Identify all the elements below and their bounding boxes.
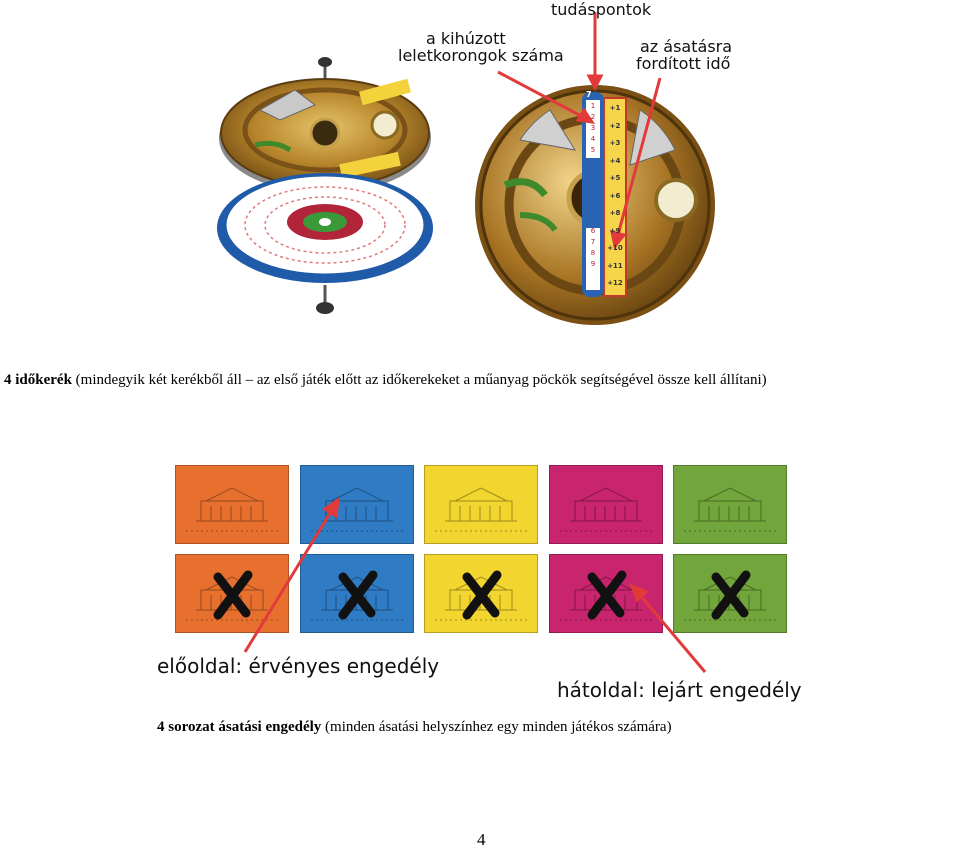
x-mark-icon <box>213 570 253 620</box>
scale-left-number: 9 <box>590 260 596 268</box>
scale-right-number: +6 <box>609 191 621 200</box>
scale-left-number: 3 <box>590 124 596 132</box>
permit-card-back-magenta <box>548 554 663 633</box>
permit-card-back-orange <box>175 554 289 633</box>
permit-card-back-green <box>673 554 787 633</box>
permit-card-front-blue <box>299 465 414 544</box>
label-front-valid-permit: előoldal: érvényes engedély <box>157 654 440 678</box>
label-drawn-disc-count-line1: a kihúzott <box>426 29 506 48</box>
scale-right-column: +1 +2 +3 +4 +5 +6 +8 +9 +10 +11 +12 <box>605 100 625 293</box>
scale-top-number: 7 <box>586 90 592 99</box>
permit-card-front-green <box>673 465 787 544</box>
scale-right-number: +12 <box>607 279 623 287</box>
label-excavation-time-line1: az ásatásra <box>640 37 733 56</box>
scale-left-number: 6 <box>590 227 596 235</box>
scale-left-number: 4 <box>590 135 596 143</box>
permit-card-front-yellow <box>424 465 538 544</box>
right-wheel <box>475 85 715 325</box>
permit-card-back-yellow <box>424 554 538 633</box>
caption-time-wheels-text: (mindegyik két kerékből áll – az első já… <box>71 372 767 388</box>
label-back-expired-permit: hátoldal: lejárt engedély <box>557 678 802 702</box>
label-drawn-disc-count: a kihúzott leletkorongok száma <box>398 30 564 64</box>
figure-excavation-permits <box>175 465 787 640</box>
scale-right-number: +5 <box>609 174 621 182</box>
x-mark-icon <box>711 570 751 620</box>
caption-excavation-permits-text: (minden ásatási helyszínhez egy minden j… <box>321 719 672 735</box>
label-drawn-disc-count-line2: leletkorongok száma <box>398 46 564 65</box>
x-mark-icon <box>587 570 626 620</box>
caption-time-wheels-bold: 4 időkerék <box>4 372 72 388</box>
permit-card-front-orange <box>175 465 289 544</box>
scale-left-column: 1 2 3 4 5 6 7 8 9 <box>587 101 599 270</box>
label-excavation-time-line2: fordított idő <box>636 54 731 73</box>
scale-right-number: +2 <box>609 121 621 130</box>
scale-right-number: +1 <box>609 104 621 112</box>
caption-time-wheels: 4 időkerék (mindegyik két kerékből áll –… <box>4 372 767 389</box>
time-wheels-illustration <box>217 12 715 325</box>
scale-right-number: +11 <box>607 261 623 270</box>
x-mark-icon <box>462 570 502 620</box>
caption-excavation-permits: 4 sorozat ásatási engedély (minden ásatá… <box>157 719 672 736</box>
scale-left-number: 5 <box>590 146 596 154</box>
scale-right-number: +10 <box>607 244 623 252</box>
scale-right-number: +4 <box>609 156 621 165</box>
caption-excavation-permits-bold: 4 sorozat ásatási engedély <box>157 719 322 735</box>
scale-left-number: 2 <box>590 113 596 121</box>
permit-card-back-blue <box>299 554 414 633</box>
scale-left-number: 8 <box>590 249 596 257</box>
scale-right-number: +9 <box>609 226 621 235</box>
label-knowledge-points: tudáspontok <box>551 0 652 19</box>
scale-left-number: 1 <box>590 102 596 110</box>
left-wheel-top <box>219 57 431 193</box>
permit-card-front-magenta <box>548 465 663 544</box>
scale-right-number: +8 <box>609 209 621 217</box>
scale-right-number: +3 <box>609 139 621 147</box>
scale-left-number: 7 <box>590 238 596 246</box>
left-wheel-bottom <box>217 173 433 314</box>
figure-time-wheels: 7 1 2 3 4 5 6 7 8 9 +1 +2 +3 +4 +5 +6 +8 +9 +10 +11 +12 <box>200 0 760 330</box>
label-excavation-time: az ásatásra fordított idő <box>636 38 732 72</box>
page-number: 4 <box>477 830 486 849</box>
x-mark-icon <box>338 570 377 620</box>
callout-arrows <box>497 12 662 250</box>
